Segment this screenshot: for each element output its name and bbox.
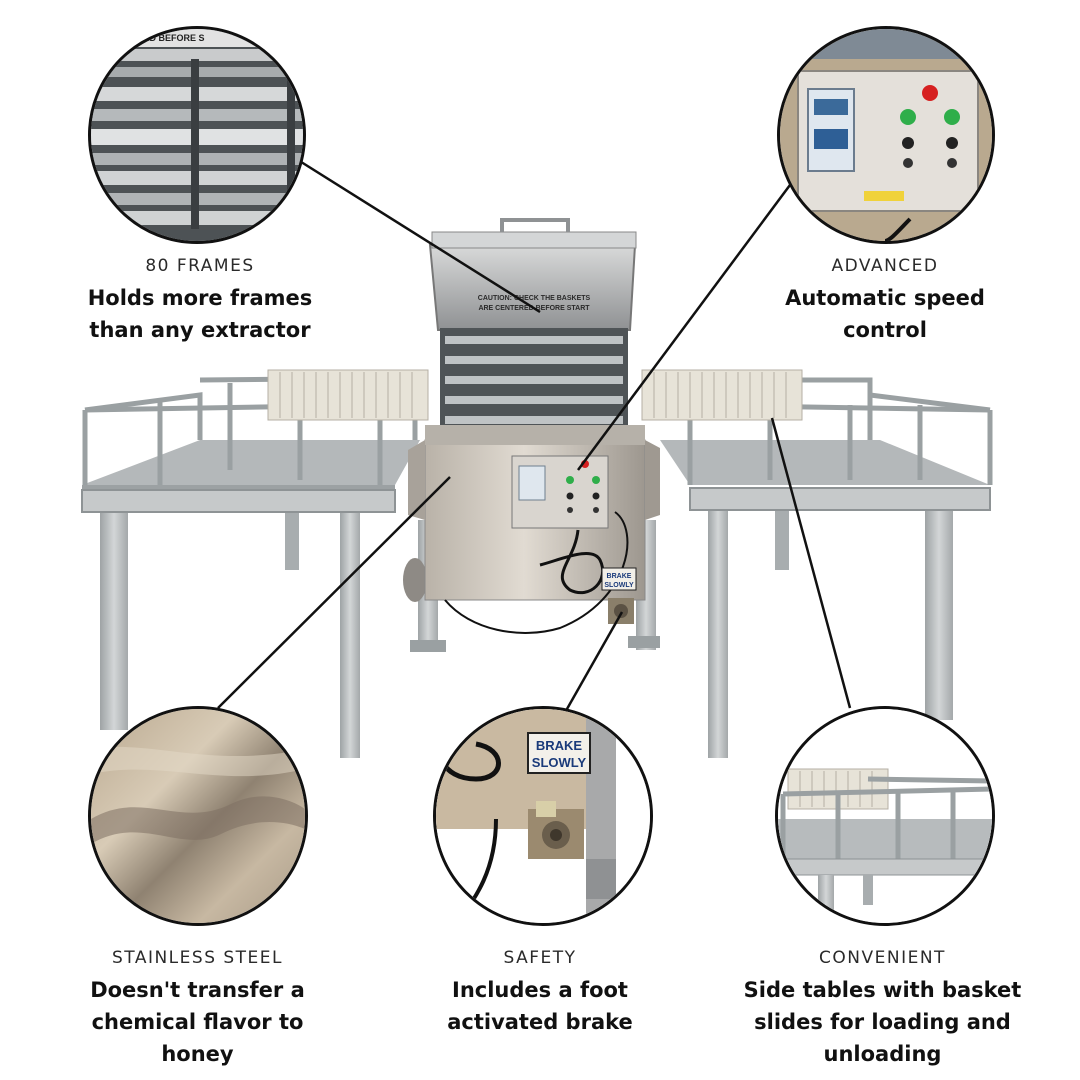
feature-steel-kicker: STAINLESS STEEL bbox=[111, 948, 284, 968]
feature-safety-kicker: SAFETY bbox=[503, 948, 577, 968]
left-side-table bbox=[81, 369, 429, 758]
feature-safety-headline: Includes a foot activated brake bbox=[410, 974, 670, 1038]
feature-convenient-kicker: CONVENIENT bbox=[819, 948, 946, 968]
steel-texture-closeup bbox=[91, 709, 305, 923]
callout-line-frames bbox=[297, 158, 541, 314]
safety-brake-detail-circle: BRAKE SLOWLY bbox=[433, 706, 653, 926]
side-table-closeup bbox=[778, 709, 992, 923]
feature-frames-kicker: 80 FRAMES bbox=[145, 256, 255, 276]
frames-detail-circle: ERED BEFORE S bbox=[88, 26, 306, 244]
feature-frames-headline-line: than any extractor bbox=[89, 318, 311, 342]
brake-sign-line-2: SLOWLY bbox=[604, 582, 634, 589]
feature-convenient-headline-line: slides for loading and bbox=[754, 1010, 1011, 1034]
brake-sign-line-1: BRAKE bbox=[607, 573, 632, 580]
feature-convenient: CONVENIENT Side tables with basket slide… bbox=[720, 948, 1045, 1070]
feature-safety-headline-line: activated brake bbox=[447, 1010, 633, 1034]
brake-sign-zoom-line-2: SLOWLY bbox=[532, 755, 587, 770]
callout-line-advanced bbox=[576, 184, 792, 471]
side-table-detail-circle bbox=[775, 706, 995, 926]
feature-steel-headline-line: Doesn't transfer a bbox=[90, 978, 305, 1002]
feature-safety-headline-line: Includes a foot bbox=[452, 978, 628, 1002]
brake-sign-zoom-line-1: BRAKE bbox=[536, 738, 583, 753]
lid-caution-line-1: CAUTION: CHECK THE BASKETS bbox=[478, 295, 591, 302]
stainless-steel-detail-circle bbox=[88, 706, 308, 926]
callout-line-convenient bbox=[770, 417, 852, 709]
feature-advanced-kicker: ADVANCED bbox=[831, 256, 939, 276]
feature-steel-headline-line: chemical flavor to bbox=[91, 1010, 304, 1034]
feature-convenient-headline-line: unloading bbox=[823, 1042, 942, 1066]
feature-advanced-headline: Automatic speed control bbox=[740, 282, 1030, 346]
control-panel-detail-circle bbox=[777, 26, 995, 244]
zoom-caution-text: ERED BEFORE S bbox=[131, 33, 205, 43]
feature-frames: 80 FRAMES Holds more frames than any ext… bbox=[60, 256, 340, 346]
extractor-body: CAUTION: CHECK THE BASKETS ARE CENTERED … bbox=[403, 218, 660, 652]
feature-advanced-headline-line: Automatic speed bbox=[785, 286, 985, 310]
feature-advanced-headline-line: control bbox=[843, 318, 927, 342]
feature-safety: SAFETY Includes a foot activated brake bbox=[410, 948, 670, 1038]
callout-line-steel bbox=[217, 476, 451, 709]
basket-frames-closeup: ERED BEFORE S bbox=[91, 29, 303, 241]
feature-steel-headline: Doesn't transfer a chemical flavor to ho… bbox=[55, 974, 340, 1070]
feature-frames-headline-line: Holds more frames bbox=[87, 286, 313, 310]
control-panel-closeup bbox=[780, 29, 992, 241]
brake-closeup: BRAKE SLOWLY bbox=[436, 709, 650, 923]
feature-steel-headline-line: honey bbox=[161, 1042, 234, 1066]
right-side-table bbox=[641, 369, 993, 758]
feature-stainless-steel: STAINLESS STEEL Doesn't transfer a chemi… bbox=[55, 948, 340, 1070]
feature-frames-headline: Holds more frames than any extractor bbox=[60, 282, 340, 346]
feature-advanced: ADVANCED Automatic speed control bbox=[740, 256, 1030, 346]
feature-convenient-headline-line: Side tables with basket bbox=[743, 978, 1022, 1002]
feature-convenient-headline: Side tables with basket slides for loadi… bbox=[720, 974, 1045, 1070]
